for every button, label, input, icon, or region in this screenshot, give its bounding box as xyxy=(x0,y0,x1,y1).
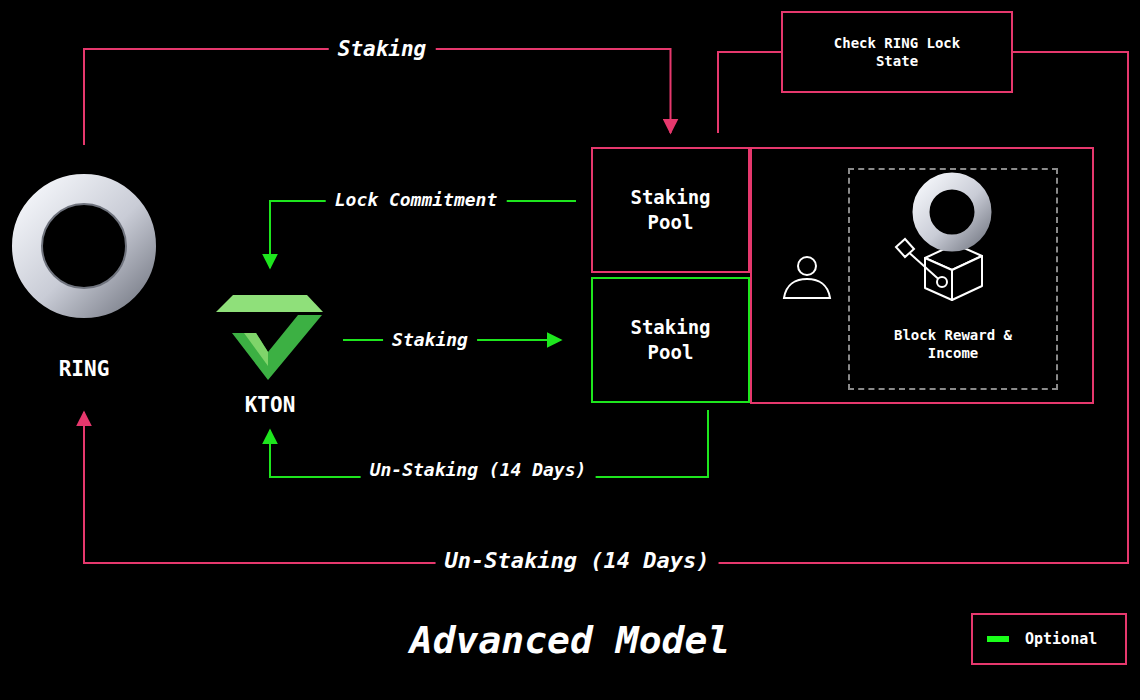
validator-panel: Block Reward & Income xyxy=(750,147,1094,404)
node-label: Check RING Lock State xyxy=(822,34,972,70)
node-label: Block Reward & Income xyxy=(878,326,1028,362)
legend-swatch xyxy=(987,636,1009,642)
node-label: RING xyxy=(59,357,110,381)
staking-pool-box: Staking Pool xyxy=(591,147,750,273)
person-body xyxy=(784,279,830,298)
ring-shade xyxy=(42,204,126,288)
diagram-title: Advanced Model xyxy=(410,618,730,662)
state-check-box: Check RING Lock State xyxy=(781,11,1013,93)
edge-label: Staking xyxy=(383,329,477,350)
edge-label: Un-Staking (14 Days) xyxy=(361,459,596,480)
legend-text: Optional xyxy=(1025,630,1097,648)
edge-label: Un-Staking (14 Days) xyxy=(436,548,719,573)
person-head xyxy=(798,257,816,275)
node-label: KTON xyxy=(245,393,296,417)
flow-connector xyxy=(718,52,781,133)
reward-box: Block Reward & Income xyxy=(848,168,1058,390)
legend-box: Optional xyxy=(971,613,1127,665)
legend-item: Optional xyxy=(987,630,1097,648)
kton-gem-top xyxy=(216,295,323,312)
node-label: Staking Pool xyxy=(616,315,726,365)
node-label: Staking Pool xyxy=(616,185,726,235)
edge-label: Lock Commitment xyxy=(326,189,507,210)
flow-connector xyxy=(84,52,1128,563)
ring-icon xyxy=(27,189,141,303)
token-node: KTON xyxy=(210,290,330,420)
block-cube xyxy=(925,244,982,300)
flow-connector xyxy=(84,49,671,145)
kton-gem-body xyxy=(232,315,322,380)
token-node: RING xyxy=(10,170,158,385)
edge-label: Staking xyxy=(329,37,436,61)
flow-connector xyxy=(270,201,576,268)
kton-gem-facet xyxy=(244,333,268,366)
ring-icon-small xyxy=(921,181,983,243)
staking-pool-box: Staking Pool xyxy=(591,277,750,403)
